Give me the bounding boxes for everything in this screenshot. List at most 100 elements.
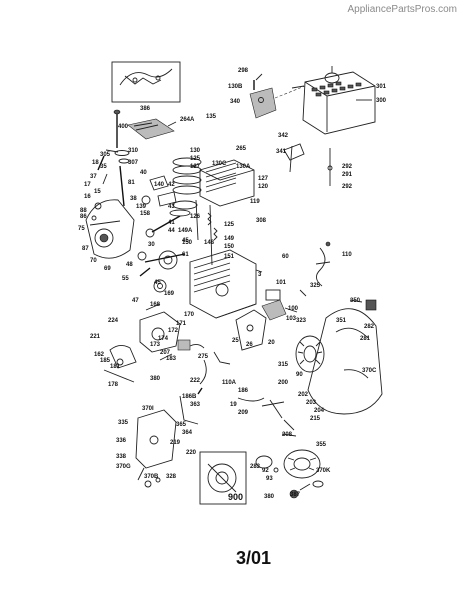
muffler-bracket	[249, 80, 306, 119]
starter-cup	[255, 455, 279, 473]
callout-148: 148	[204, 240, 215, 246]
callout-169: 169	[164, 291, 175, 297]
callout-93: 93	[266, 476, 273, 482]
muffler-guard-bracket	[283, 143, 333, 186]
callout-283: 283	[250, 464, 261, 470]
callout-43: 43	[168, 204, 175, 210]
connecting-rod	[145, 215, 181, 238]
callout-120: 120	[258, 184, 269, 190]
callout-370i: 370I	[142, 406, 154, 412]
callout-168: 168	[150, 302, 161, 308]
callout-126: 126	[190, 214, 201, 220]
callout-364: 364	[182, 430, 193, 436]
callout-125a: 125	[190, 156, 201, 162]
callout-363: 363	[190, 402, 201, 408]
callout-340: 340	[230, 99, 241, 105]
callout-328: 328	[166, 474, 177, 480]
fuel-line	[177, 339, 205, 351]
callout-305: 305	[100, 152, 111, 158]
recoil-starter	[283, 449, 321, 479]
callout-300: 300	[376, 98, 387, 104]
control-bracket	[135, 409, 177, 488]
control-linkage	[179, 351, 295, 431]
callout-170: 170	[184, 312, 195, 318]
callout-162: 162	[94, 352, 105, 358]
callout-178: 178	[108, 382, 119, 388]
oil-seal-ring	[153, 279, 167, 293]
callout-35: 35	[100, 164, 107, 170]
callout-292b: 292	[342, 184, 353, 190]
callout-90: 90	[296, 372, 303, 378]
valve-springs	[195, 199, 218, 266]
callout-55: 55	[122, 276, 129, 282]
callout-380a: 380	[150, 376, 161, 382]
callout-139: 139	[136, 204, 147, 210]
callout-224: 224	[108, 318, 119, 324]
callout-174: 174	[158, 336, 169, 342]
callout-labels: 298 130B 301 300 340 264A 135 265 130 12…	[78, 68, 387, 502]
callout-386: 386	[140, 106, 151, 112]
callout-19: 19	[230, 402, 237, 408]
callout-45b: 45	[154, 280, 161, 286]
callout-202: 202	[298, 392, 309, 398]
governor-parts	[91, 155, 108, 221]
callout-101: 101	[276, 280, 287, 286]
callout-44: 44	[168, 228, 175, 234]
carburetor	[139, 303, 181, 353]
callout-86: 86	[80, 214, 87, 220]
callout-315: 315	[278, 362, 289, 368]
callout-207: 207	[160, 350, 171, 356]
callout-335: 335	[118, 420, 129, 426]
ignition-coil	[261, 289, 298, 321]
starter-rope-ring	[289, 480, 324, 499]
callout-135: 135	[206, 114, 217, 120]
callout-265: 265	[236, 146, 247, 152]
callout-130b: 130B	[228, 84, 243, 90]
callout-325: 325	[310, 283, 321, 289]
callout-47: 47	[132, 298, 139, 304]
callout-186b: 186B	[182, 394, 197, 400]
breather-valves	[141, 175, 177, 207]
flywheel	[295, 335, 325, 373]
watermark: AppliancePartsPros.com	[347, 4, 458, 15]
callout-150b: 150	[224, 244, 235, 250]
callout-125b: 125	[224, 222, 235, 228]
callout-310: 310	[128, 148, 139, 154]
callout-42: 42	[168, 182, 175, 188]
callout-20: 20	[268, 340, 275, 346]
leader-lines	[105, 73, 372, 437]
callout-40: 40	[140, 170, 147, 176]
callout-151: 151	[224, 254, 235, 260]
callout-172: 172	[168, 328, 179, 334]
callout-61: 61	[182, 252, 189, 258]
callout-308: 308	[256, 218, 267, 224]
callout-209: 209	[238, 410, 249, 416]
callout-215: 215	[310, 416, 321, 422]
callout-291: 291	[342, 172, 353, 178]
callout-149: 149	[224, 236, 235, 242]
callout-17: 17	[84, 182, 91, 188]
callout-75: 75	[78, 226, 85, 232]
callout-41: 41	[168, 220, 175, 226]
callout-87: 87	[82, 246, 89, 252]
crankshaft	[137, 250, 186, 277]
electric-starter-box	[199, 451, 247, 505]
callout-219: 219	[170, 440, 181, 446]
callout-26: 26	[246, 342, 253, 348]
callout-25: 25	[232, 338, 239, 344]
callout-387: 387	[290, 492, 301, 498]
callout-30: 30	[148, 242, 155, 248]
callout-48: 48	[126, 262, 133, 268]
cylinder-head	[199, 159, 255, 207]
date-code: 3/01	[236, 548, 272, 568]
callout-37: 37	[90, 174, 97, 180]
callout-127a: 127	[190, 164, 201, 170]
callout-110: 110	[342, 252, 352, 258]
callout-355: 355	[316, 442, 327, 448]
callout-200: 200	[278, 380, 289, 386]
callout-3: 3	[258, 272, 262, 278]
callout-204: 204	[314, 408, 325, 414]
callout-81: 81	[128, 180, 135, 186]
callout-370b: 370B	[144, 474, 159, 480]
callout-16: 16	[84, 194, 91, 200]
